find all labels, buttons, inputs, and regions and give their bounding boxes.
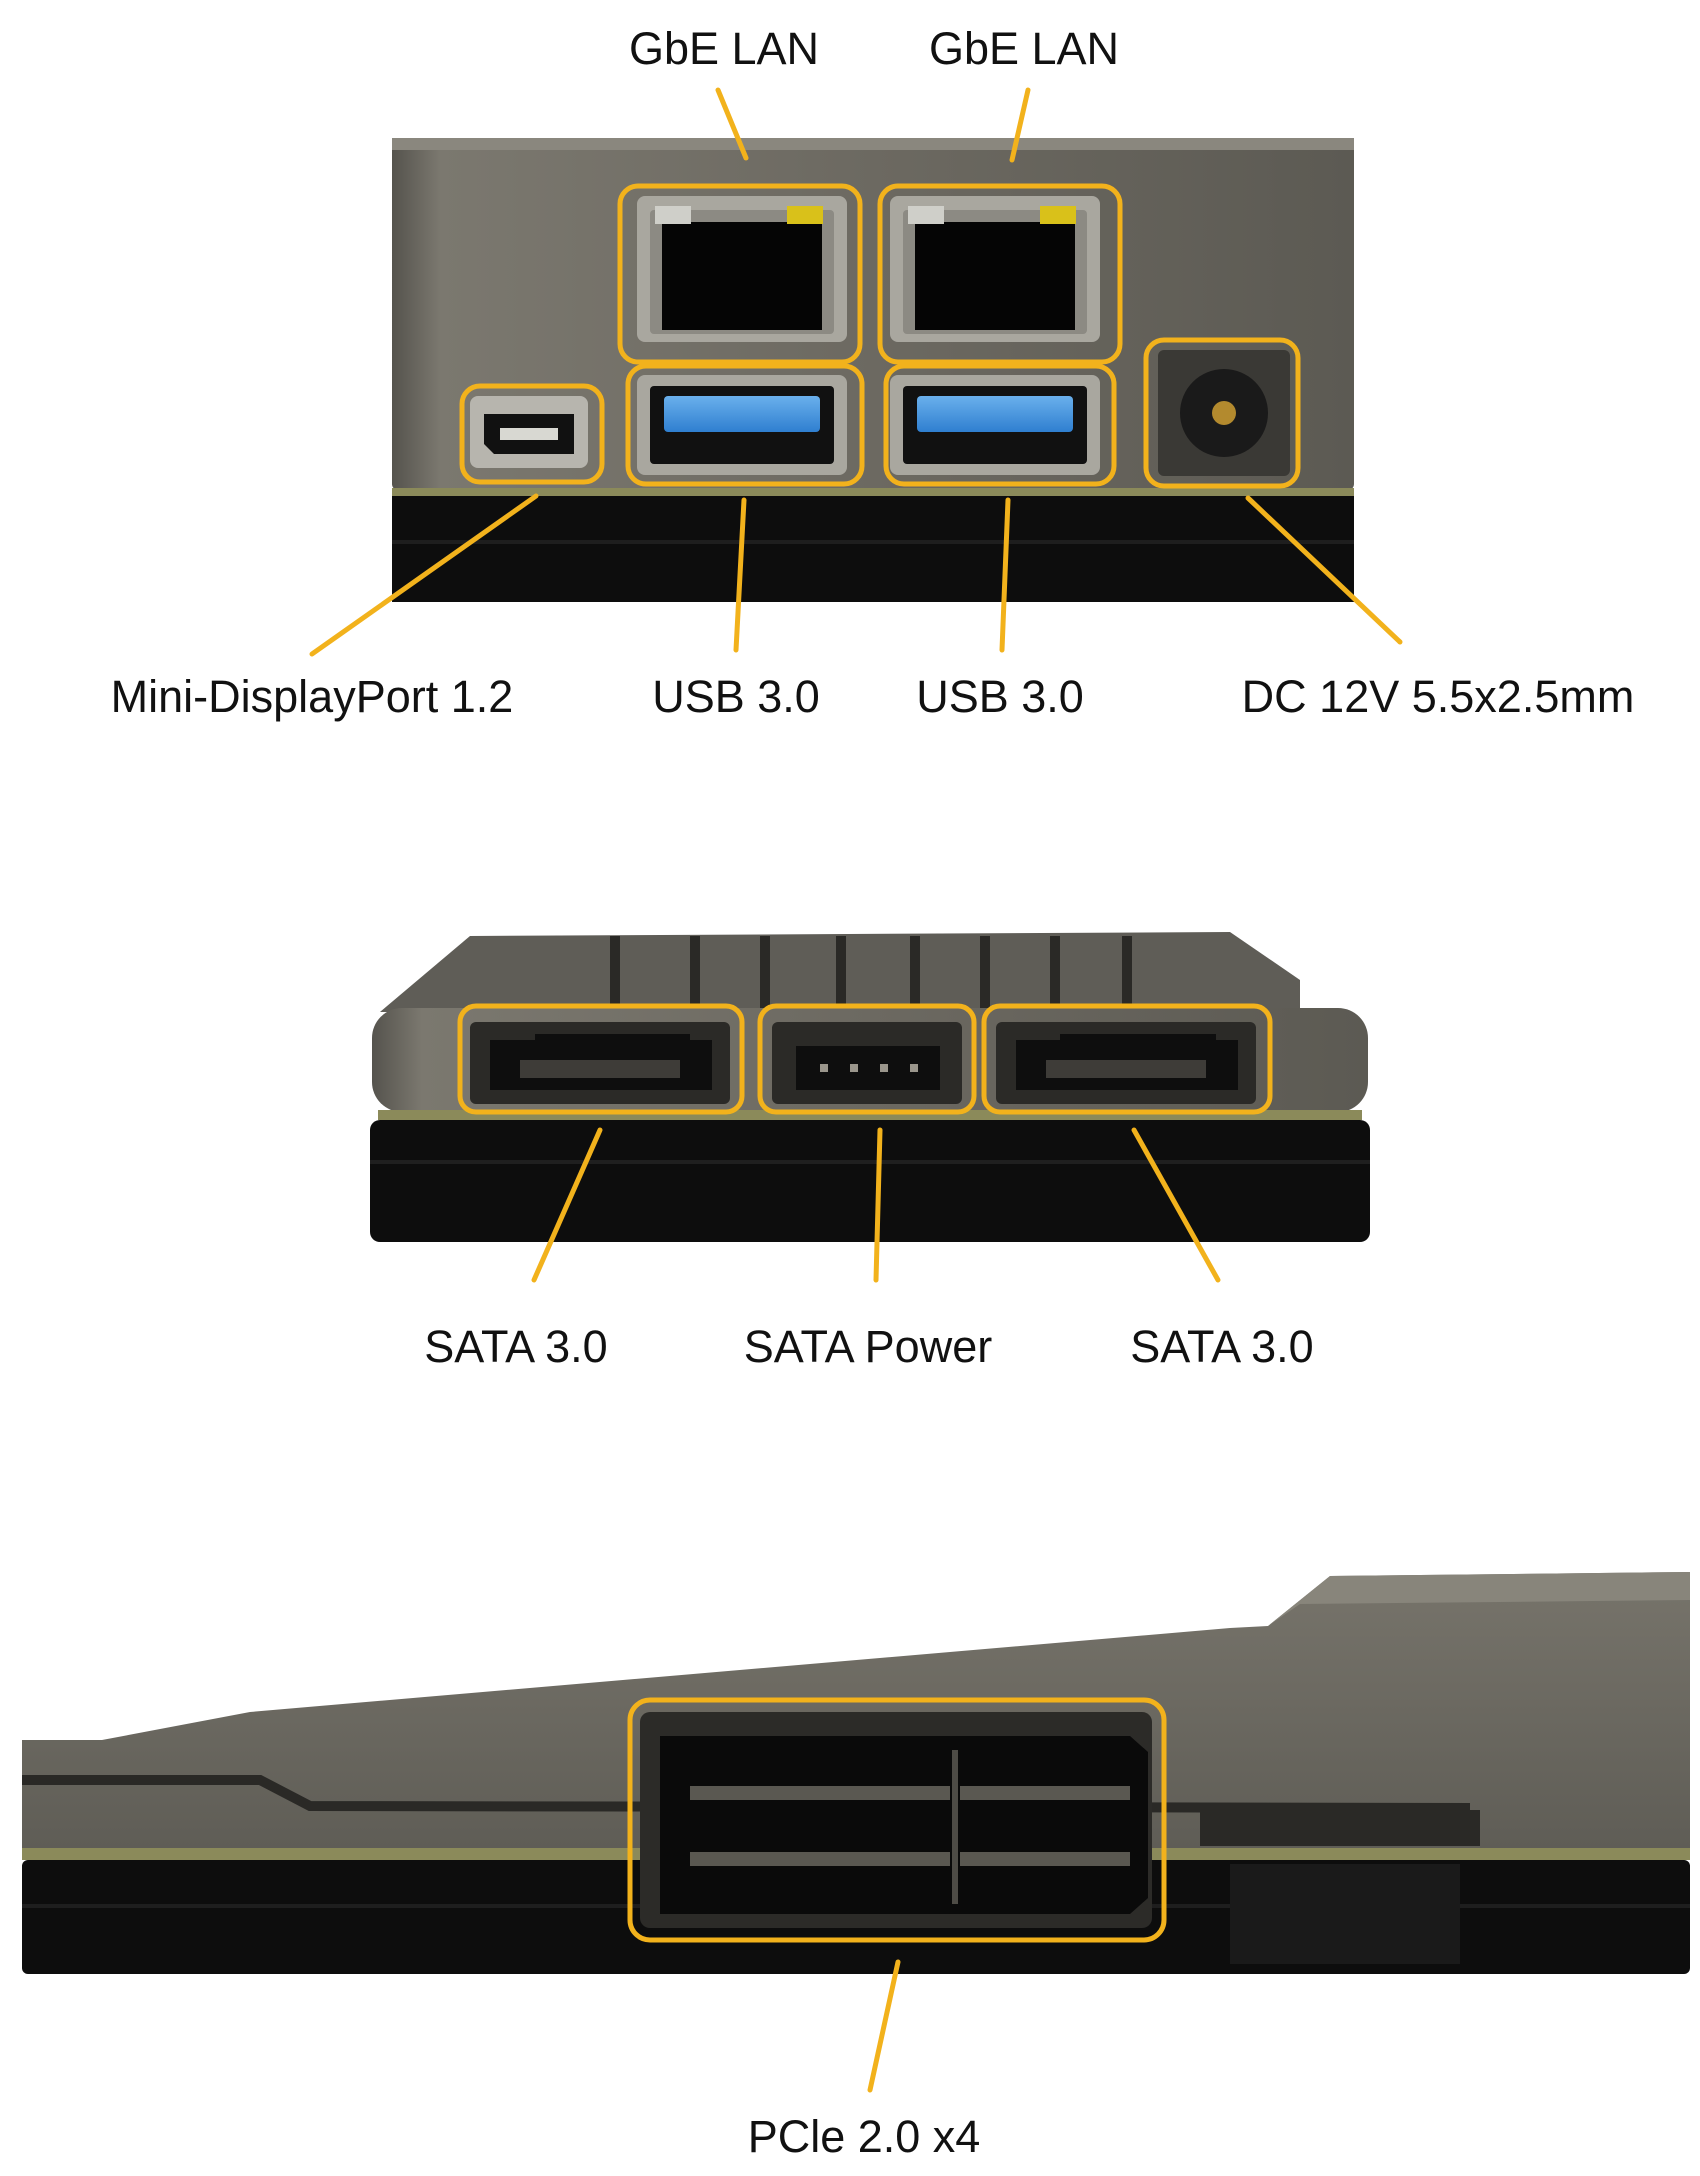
highlight-box (625, 363, 865, 487)
edge-case-body (22, 1572, 1690, 1848)
label-mini-displayport: Mini-DisplayPort 1.2 (111, 671, 514, 722)
usb-port (637, 375, 847, 475)
sata-data-port (996, 1022, 1256, 1104)
side-pcb-strip (378, 1110, 1362, 1120)
rear-case-base (392, 496, 1354, 602)
ethernet-port (890, 196, 1100, 342)
usb-port (890, 375, 1100, 475)
leader-line (1009, 87, 1031, 163)
label-sata-right: SATA 3.0 (1130, 1321, 1313, 1372)
sata-data-port (470, 1022, 730, 1104)
label-gbe-lan-left: GbE LAN (629, 23, 819, 74)
dc-jack (1158, 350, 1290, 476)
leader-line (531, 1127, 603, 1283)
label-usb-left: USB 3.0 (652, 671, 820, 722)
leader-line (309, 493, 539, 657)
label-sata-left: SATA 3.0 (424, 1321, 607, 1372)
leader-line (1131, 1127, 1221, 1283)
highlight-box (459, 383, 605, 485)
label-dc-jack: DC 12V 5.5x2.5mm (1242, 671, 1635, 722)
side-panel: SATA 3.0 SATA Power SATA 3.0 (370, 932, 1370, 1372)
rear-panel: GbE LAN GbE LAN Mini-DisplayPort 1.2 USB… (111, 23, 1635, 722)
highlight-box (877, 183, 1123, 365)
highlight-box (457, 1003, 745, 1115)
rear-pcb-strip (392, 488, 1354, 496)
edge-panel: PCle 2.0 x4 (22, 1572, 1690, 2162)
sata-power-port (772, 1022, 962, 1104)
leader-line (733, 497, 747, 653)
leader-line (867, 1959, 901, 2093)
highlight-box (1143, 337, 1301, 489)
leader-line (999, 497, 1011, 653)
label-pcie: PCle 2.0 x4 (748, 2111, 981, 2162)
leader-line (1245, 495, 1403, 645)
leader-line (873, 1127, 883, 1283)
side-case-base (370, 1120, 1370, 1242)
leader-line (715, 87, 749, 161)
label-gbe-lan-right: GbE LAN (929, 23, 1119, 74)
highlight-box (627, 1697, 1167, 1943)
label-usb-right: USB 3.0 (916, 671, 1084, 722)
highlight-box (757, 1003, 977, 1115)
pcie-slot (640, 1712, 1152, 1928)
ethernet-port (637, 196, 847, 342)
label-sata-power: SATA Power (744, 1321, 992, 1372)
mini-displayport (470, 396, 588, 468)
rear-case-highlight (392, 138, 1354, 150)
highlight-box (981, 1003, 1273, 1115)
highlight-box (883, 363, 1117, 487)
highlight-box (617, 183, 863, 365)
